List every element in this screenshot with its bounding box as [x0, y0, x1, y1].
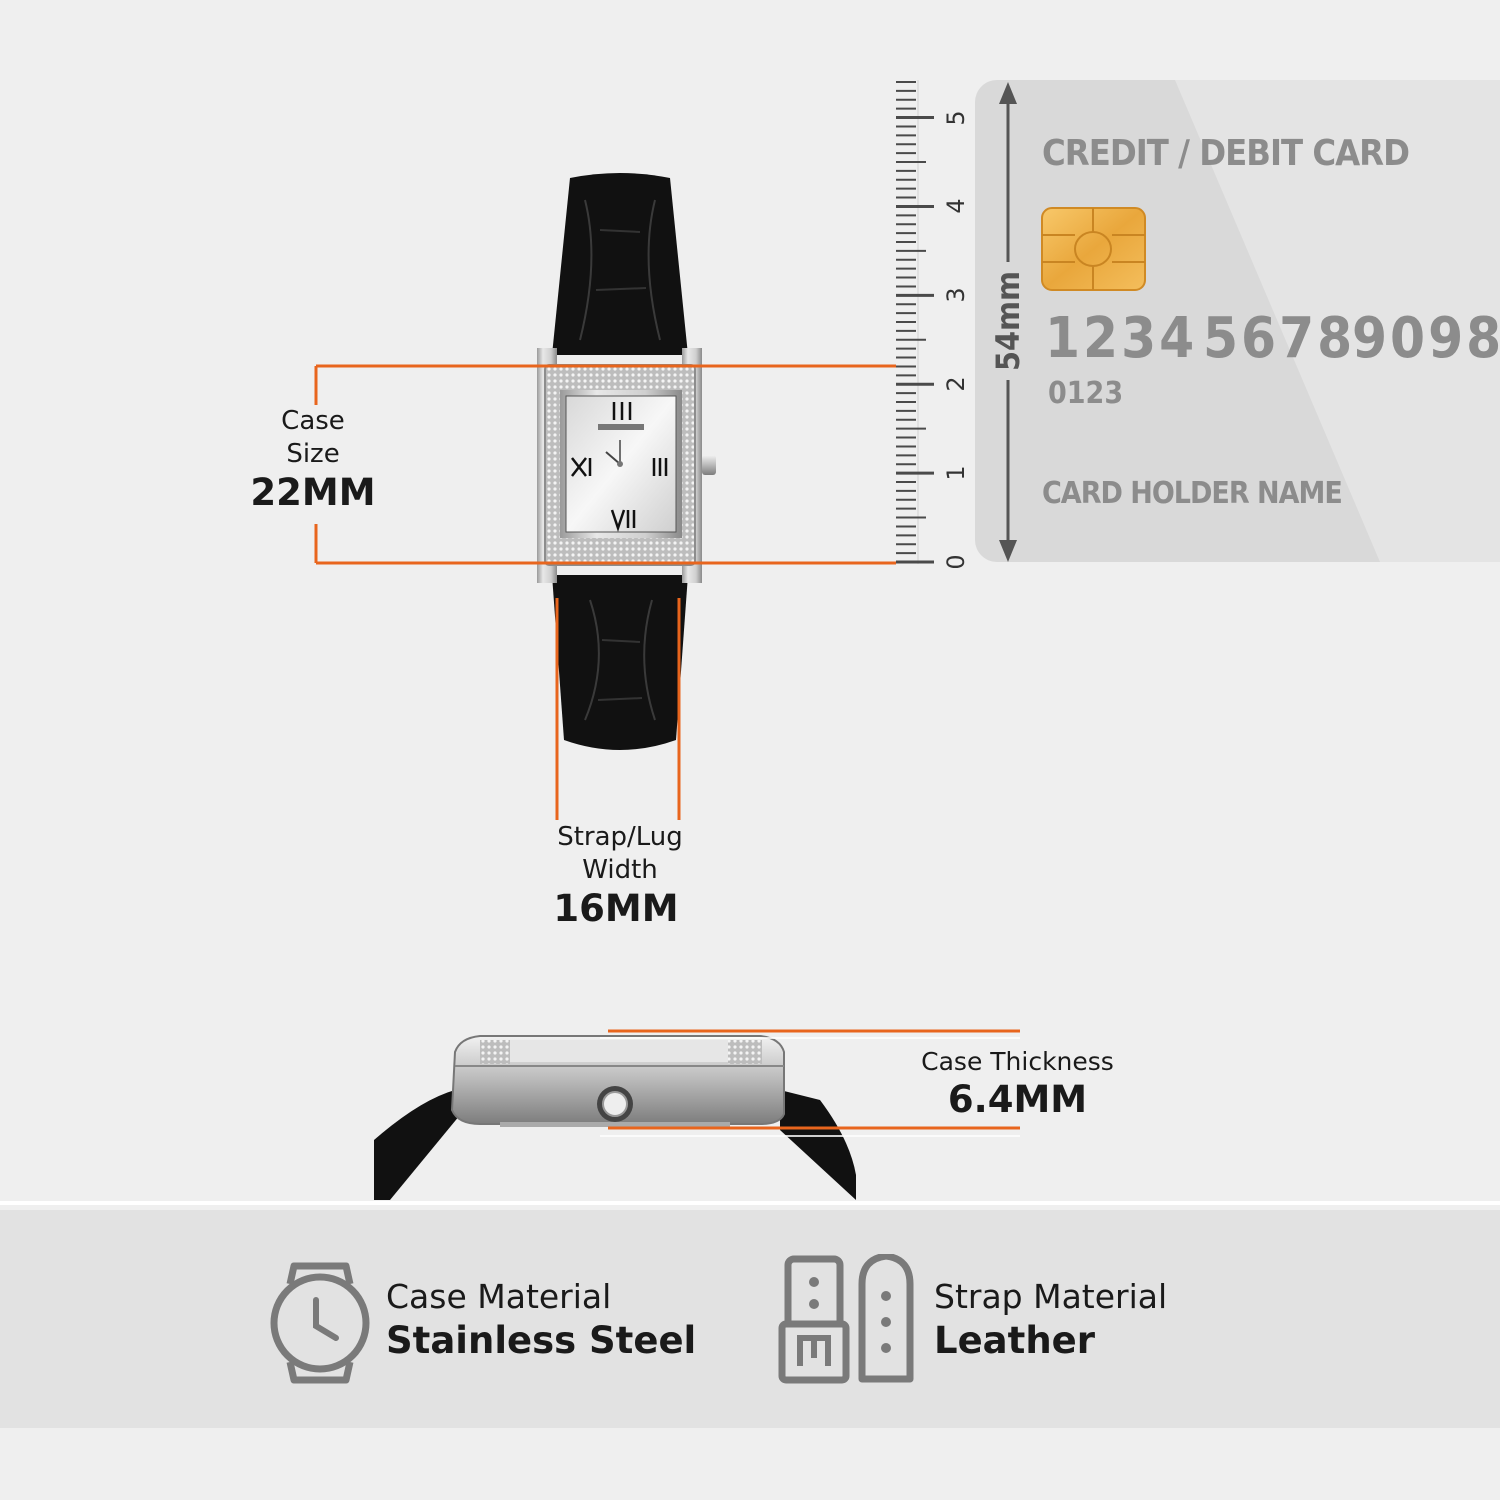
watch-icon	[270, 1262, 370, 1384]
strap-material-label: Strap Material	[934, 1277, 1168, 1316]
case-material-label: Case Material	[386, 1277, 612, 1316]
card-chip-icon	[1041, 207, 1146, 291]
case-size-line2: Size	[286, 439, 340, 469]
strap-width-value: 16MM	[553, 887, 679, 930]
case-size-label: Case Size 22MM	[233, 405, 393, 515]
ruler	[896, 80, 934, 564]
credit-card	[975, 80, 1500, 562]
strap-icon	[778, 1254, 914, 1384]
card-number-group-2: 5678	[1203, 306, 1356, 371]
strap-material: Strap Material Leather	[934, 1276, 1167, 1364]
card-number-group-1: 1234	[1045, 306, 1198, 371]
case-size-bracket	[314, 364, 896, 565]
card-sub-number: 0123	[1048, 376, 1124, 411]
case-size-value: 22MM	[250, 471, 376, 514]
watch-front-view	[537, 173, 716, 750]
case-thickness-label: Case Thickness 6.4MM	[910, 1045, 1125, 1122]
case-thickness-value: 6.4MM	[947, 1078, 1088, 1121]
strap-width-line1: Strap/Lug	[557, 822, 683, 852]
ruler-tick-label: 0	[942, 554, 970, 570]
ruler-tick-label: 5	[942, 109, 970, 126]
case-material: Case Material Stainless Steel	[386, 1276, 696, 1364]
card-height-label: 54mm	[989, 270, 1027, 372]
strap-width-line2: Width	[582, 855, 658, 885]
watch-side-view	[374, 1035, 856, 1200]
card-holder-name: CARD HOLDER NAME	[1042, 476, 1343, 511]
ruler-tick-label: 2	[942, 376, 970, 392]
card-number-group-3: 9098	[1352, 306, 1500, 371]
card-height-arrow	[999, 82, 1017, 562]
ruler-tick-label: 4	[942, 198, 970, 215]
features-band: Case Material Stainless Steel Strap Mate…	[0, 1210, 1500, 1428]
strap-width-bracket	[555, 598, 681, 820]
case-thickness-text: Case Thickness	[921, 1047, 1114, 1076]
case-thickness-lines	[608, 1029, 1020, 1130]
case-material-value: Stainless Steel	[386, 1319, 697, 1362]
strap-width-label: Strap/Lug Width 16MM	[520, 821, 720, 931]
card-title: CREDIT / DEBIT CARD	[1042, 133, 1410, 174]
ruler-tick-label: 3	[942, 287, 970, 303]
strap-material-value: Leather	[934, 1319, 1096, 1362]
ruler-tick-label: 1	[942, 465, 970, 481]
case-size-line1: Case	[281, 406, 345, 436]
